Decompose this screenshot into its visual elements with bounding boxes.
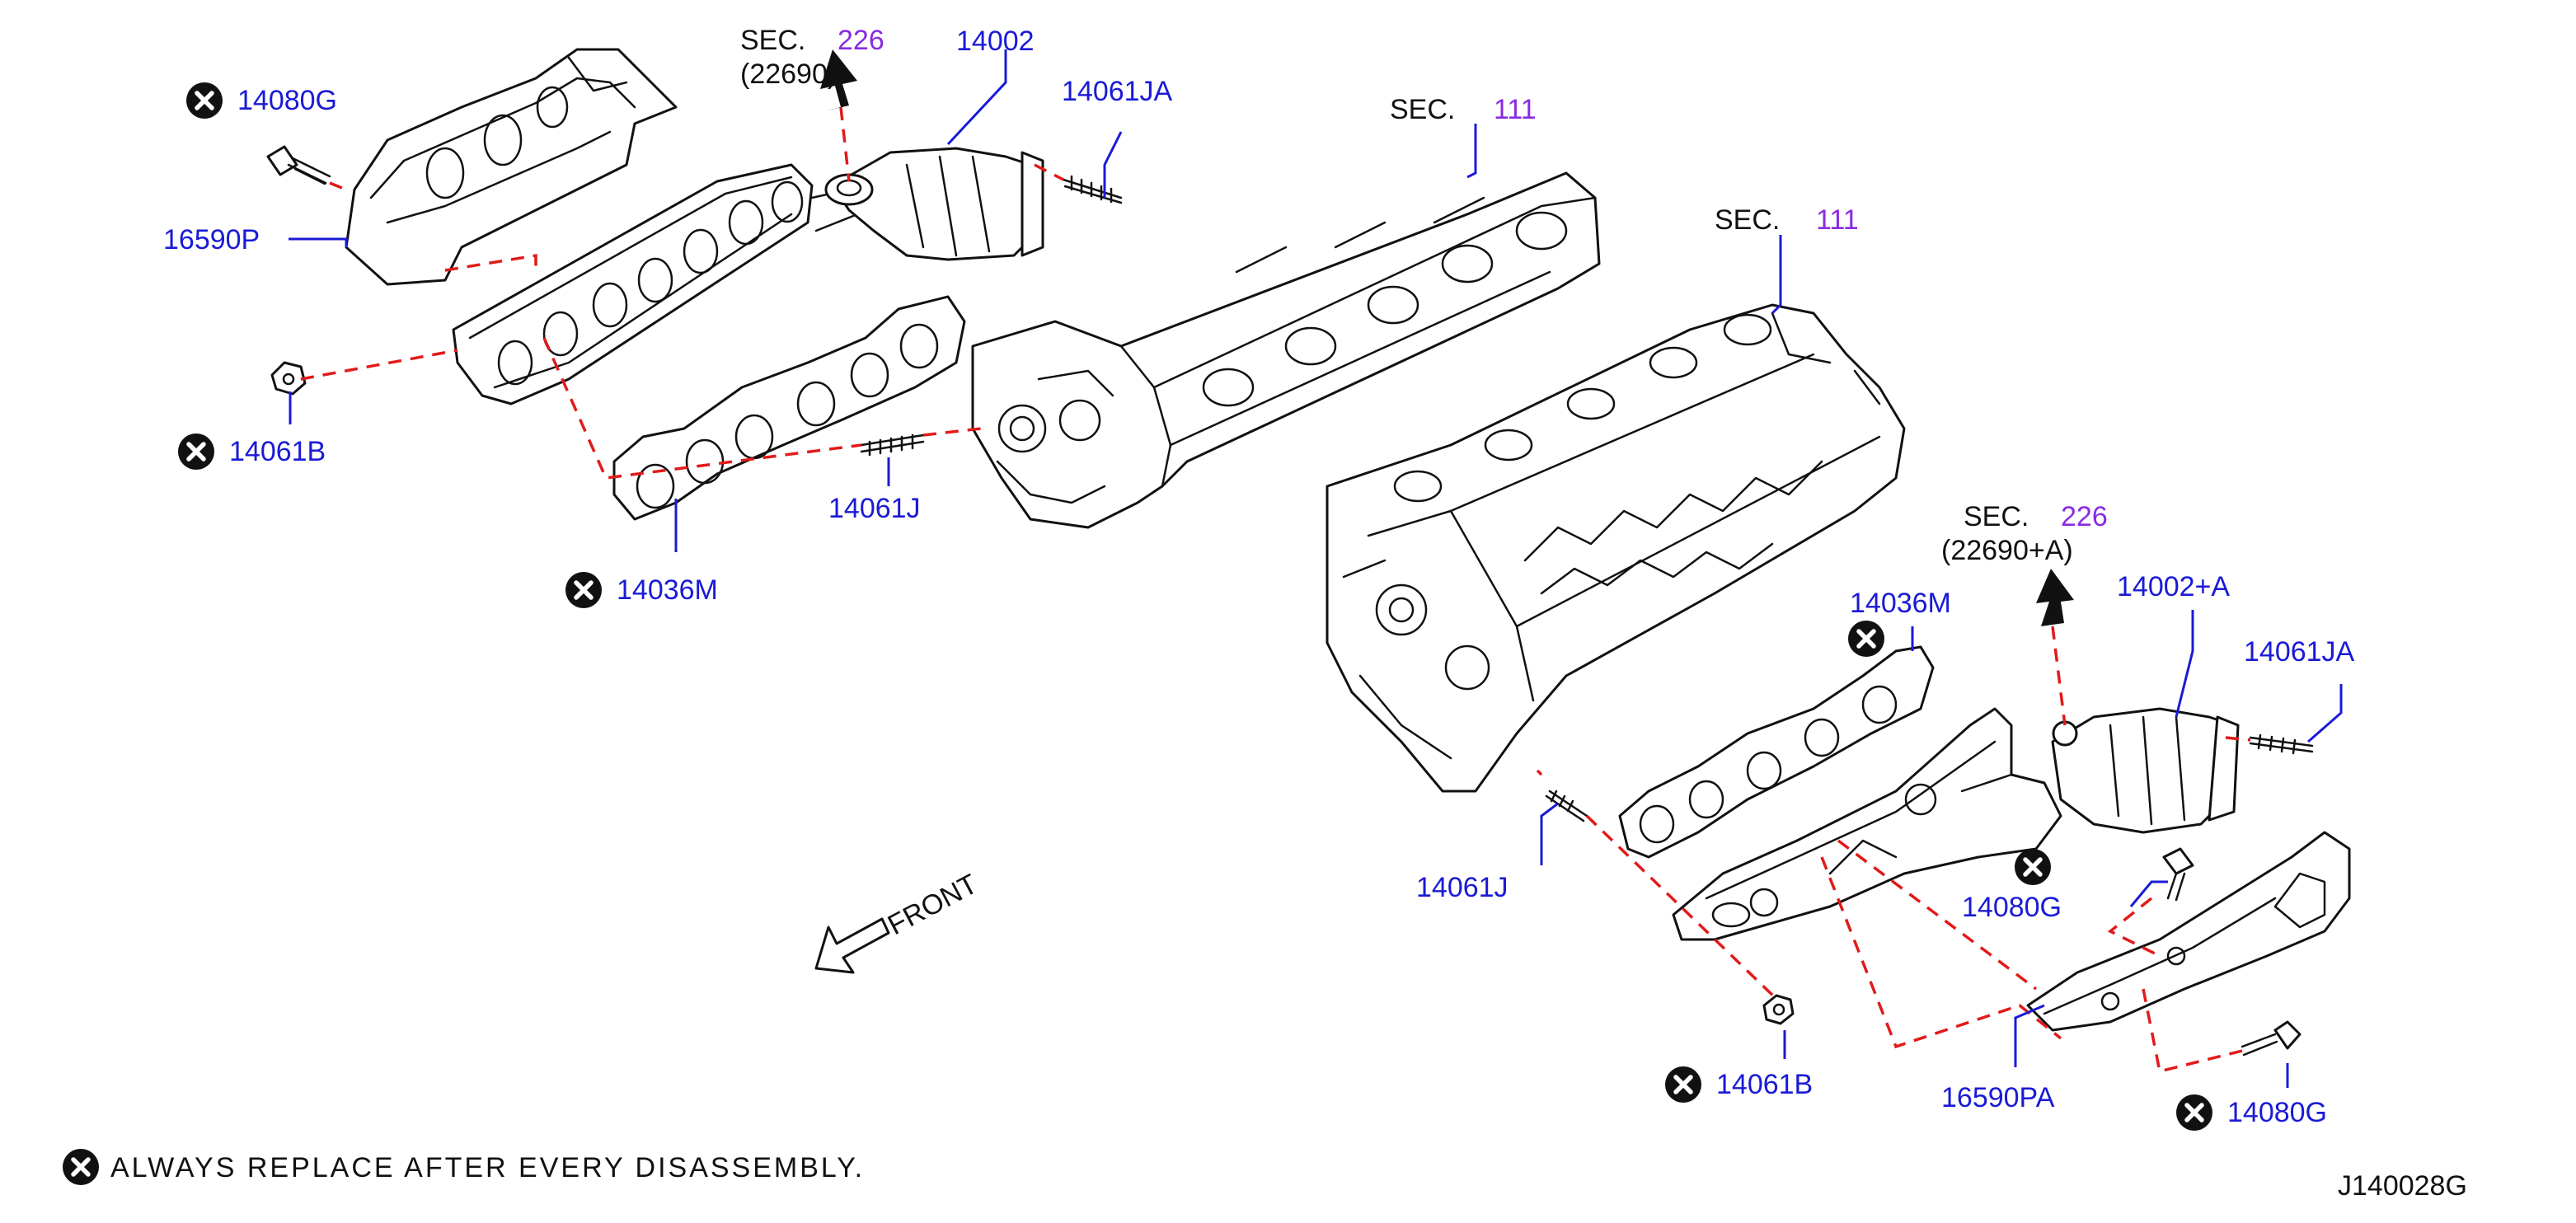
bolt-14080G-lower-b — [2241, 1020, 2302, 1057]
heat-shield-upper — [345, 48, 678, 286]
part-label-14061J-lower[interactable]: 14061J — [1416, 872, 1509, 903]
part-label-16590P[interactable]: 16590P — [163, 224, 260, 255]
stud-14061J-lower — [1545, 790, 1588, 822]
gasket-upper — [612, 295, 966, 521]
section-ref: (22690) — [740, 59, 837, 90]
stud-14061JA-upper — [1062, 175, 1123, 204]
bolt-14080G-upper — [266, 145, 331, 185]
part-label-14002A[interactable]: 14002+A — [2117, 571, 2230, 602]
replace-x-icon — [1848, 621, 1884, 657]
replace-x-icon — [178, 433, 214, 470]
stud-14061J-upper — [860, 433, 925, 457]
part-label-14061JA-lower[interactable]: 14061JA — [2244, 636, 2355, 668]
part-label-14061B-upper[interactable]: 14061B — [229, 436, 326, 467]
part-label-16590PA[interactable]: 16590PA — [1941, 1082, 2055, 1113]
section-number-226[interactable]: 226 — [838, 25, 884, 56]
footnote: ALWAYS REPLACE AFTER EVERY DISASSEMBLY. — [110, 1152, 865, 1183]
replace-x-icon — [2176, 1094, 2212, 1131]
part-label-14080G-lower-b[interactable]: 14080G — [2227, 1097, 2327, 1128]
part-label-14002[interactable]: 14002 — [956, 26, 1035, 57]
gasket-lower — [1618, 645, 1935, 859]
catalytic-converter-lower — [2051, 707, 2240, 834]
section-number-111[interactable]: 111 — [1494, 94, 1537, 125]
section-prefix: SEC. — [1715, 204, 1780, 236]
stud-14061JA-lower — [2249, 733, 2314, 755]
replace-x-icon — [186, 82, 223, 119]
cylinder-head-right-bank — [1326, 303, 1906, 793]
direction-arrow-icon — [2036, 569, 2074, 626]
bolt-14080G-lower-a — [2162, 847, 2194, 902]
part-label-14061B-lower[interactable]: 14061B — [1716, 1069, 1813, 1100]
section-prefix: SEC. — [1390, 94, 1455, 125]
exhaust-manifold-lower — [1672, 707, 2062, 941]
cylinder-head-left-bank — [971, 171, 1601, 529]
part-label-14061JA-upper[interactable]: 14061JA — [1062, 76, 1173, 107]
part-label-14080G-upper[interactable]: 14080G — [237, 85, 337, 116]
assembly-lines — [300, 106, 2251, 1074]
part-label-14036M-lower[interactable]: 14036M — [1850, 588, 1951, 619]
section-prefix: SEC. — [1964, 501, 2029, 532]
replace-x-icon — [565, 572, 602, 608]
replace-x-icon — [1665, 1066, 1701, 1103]
replace-x-icon — [2015, 849, 2051, 885]
part-label-14061J-upper[interactable]: 14061J — [828, 493, 921, 524]
front-label: FRONT — [883, 869, 983, 942]
nut-14061B-upper — [270, 361, 307, 396]
section-prefix: SEC. — [740, 25, 805, 56]
section-ref: (22690+A) — [1941, 535, 2073, 566]
part-label-14080G-lower-a[interactable]: 14080G — [1962, 892, 2062, 923]
nut-14061B-lower — [1762, 994, 1795, 1025]
direction-arrow-icon — [820, 49, 857, 111]
heat-shield-lower — [2026, 831, 2351, 1032]
replace-x-icon — [63, 1149, 99, 1185]
section-number-226[interactable]: 226 — [2061, 501, 2108, 532]
leader-lines — [289, 49, 2343, 1088]
part-label-14036M-upper[interactable]: 14036M — [617, 574, 718, 606]
section-number-111[interactable]: 111 — [1816, 204, 1859, 236]
front-arrow-icon — [814, 917, 890, 974]
diagram-code: J140028G — [2338, 1170, 2467, 1202]
catalytic-converter-upper — [824, 147, 1044, 261]
